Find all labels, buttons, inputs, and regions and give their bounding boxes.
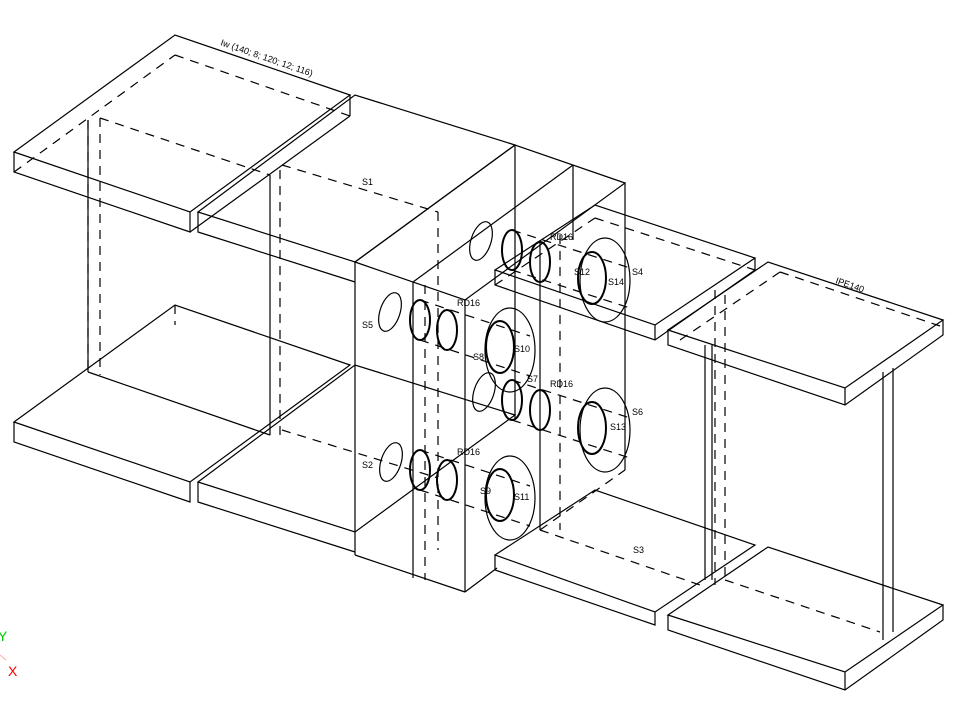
label-s2: S2: [362, 460, 373, 470]
label-s12: S12: [574, 267, 590, 277]
label-s3: S3: [633, 545, 644, 555]
left-beam-label: Iw (140; 8; 120; 12; 116): [219, 37, 314, 78]
bolt-s2: [409, 449, 536, 541]
label-s11: S11: [514, 492, 529, 502]
label-s13: S13: [610, 422, 626, 432]
label-s8: S8: [473, 352, 484, 362]
label-s10: S10: [514, 344, 530, 354]
y-axis-label: Y: [0, 628, 8, 644]
bolt-holes: [378, 221, 496, 482]
label-s14: S14: [608, 277, 624, 287]
label-s1: S1: [362, 177, 373, 187]
right-i-beam: [493, 204, 945, 691]
label-s6: S6: [632, 407, 643, 417]
bolt-s4: [501, 229, 631, 323]
bolts: [409, 229, 631, 541]
axis-indicator: Y X: [0, 628, 18, 679]
bolt-s6: [501, 379, 631, 473]
column-block: [353, 144, 627, 593]
end-plate-left: [196, 94, 517, 553]
label-s5: S5: [362, 320, 373, 330]
bolt-label-rd16: RD16: [457, 447, 480, 457]
label-s4: S4: [632, 267, 643, 277]
bolt-label-rd16: RD16: [550, 379, 573, 389]
label-s9: S9: [480, 486, 491, 496]
label-s7: S7: [527, 374, 538, 384]
bolt-label-rd16: RD16: [550, 232, 573, 242]
bolt-s5: [409, 299, 536, 393]
right-beam-label: IPE140: [834, 275, 865, 294]
bolt-label-rd16: RD16: [457, 298, 480, 308]
x-axis-label: X: [8, 663, 18, 679]
left-i-beam: [12, 34, 352, 503]
